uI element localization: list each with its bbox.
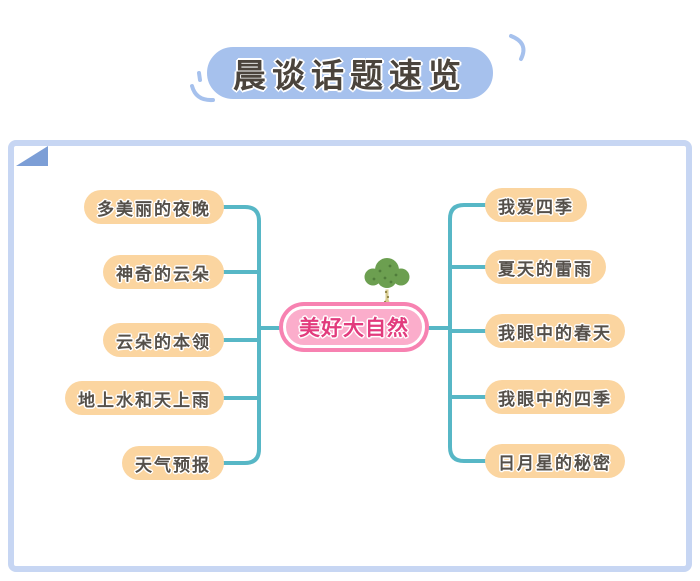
branch-node-clouds-magic: 神奇的云朵 <box>103 255 224 289</box>
branch-node-clouds-skill: 云朵的本领 <box>103 323 224 357</box>
branch-node-seasons-in-eyes: 我眼中的四季 <box>485 380 625 414</box>
branch-node-night: 多美丽的夜晚 <box>84 190 224 224</box>
branch-node-sun-moon-stars: 日月星的秘密 <box>485 444 625 478</box>
tree-icon <box>360 256 414 310</box>
quote-mark-top-right-icon <box>509 34 526 61</box>
center-node: 美好大自然 <box>283 306 425 348</box>
branch-node-love-seasons: 我爱四季 <box>485 188 587 222</box>
quote-mark-bottom-left-icon <box>190 71 215 103</box>
branch-node-weather-forecast: 天气预报 <box>122 446 224 480</box>
branch-node-water-rain: 地上水和天上雨 <box>65 381 224 415</box>
branch-node-summer-storm: 夏天的雷雨 <box>485 250 606 284</box>
corner-fold-icon <box>16 146 48 166</box>
branch-node-spring-in-eyes: 我眼中的春天 <box>485 314 625 348</box>
page-title: 晨谈话题速览 <box>204 44 496 102</box>
